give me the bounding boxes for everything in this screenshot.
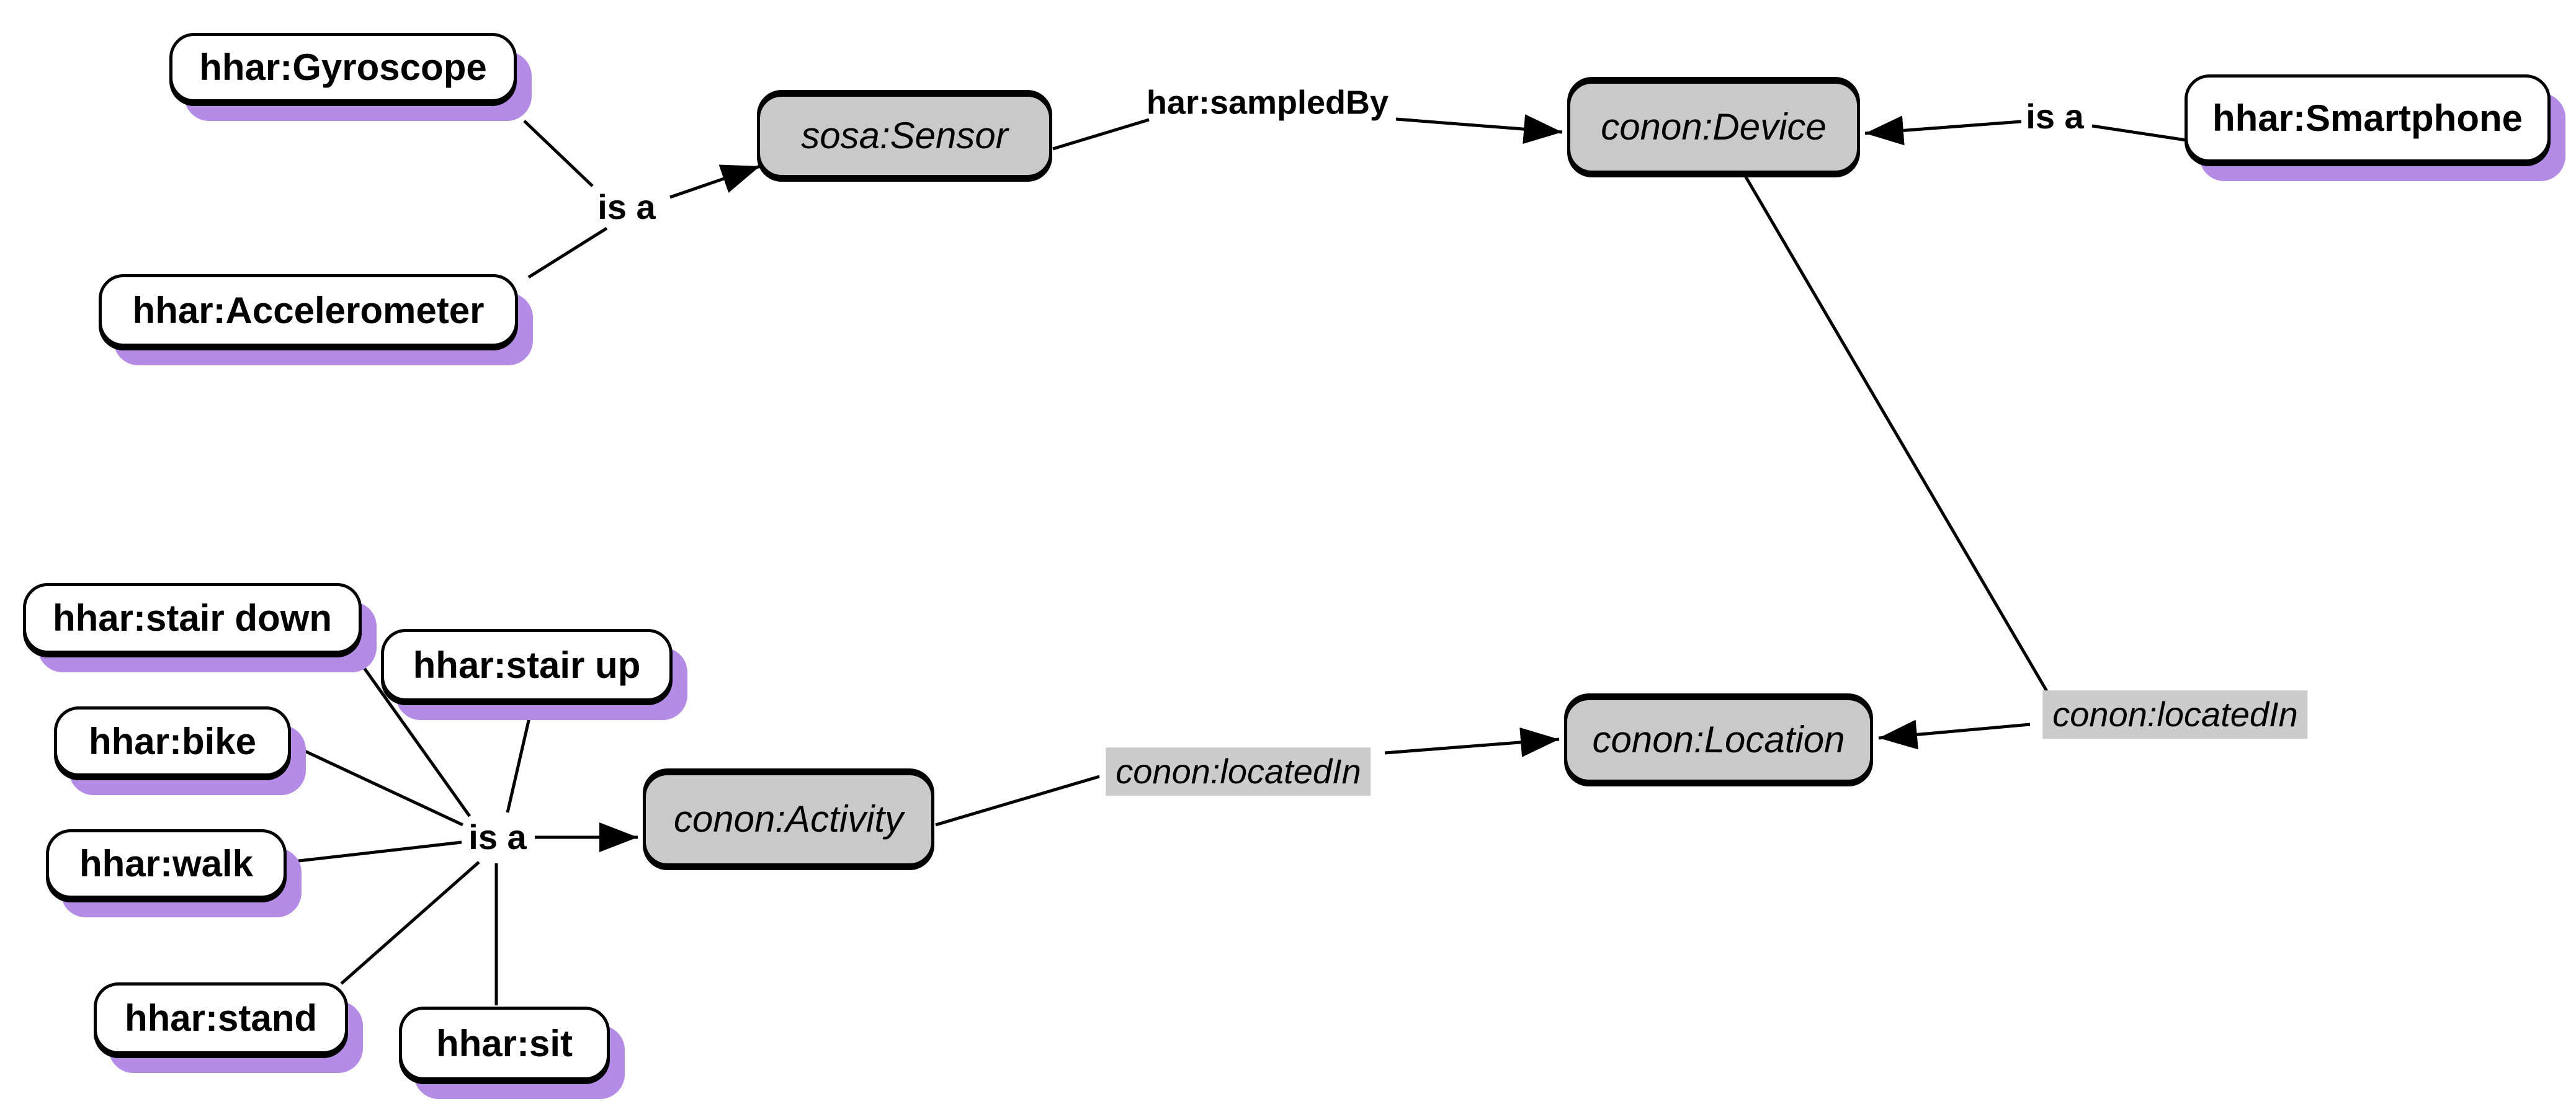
node-hhar-accelerometer: hhar:Accelerometer xyxy=(99,274,518,347)
node-hhar-stand: hhar:stand xyxy=(94,982,348,1054)
edge-sampledby-device-arrow xyxy=(1395,114,1563,145)
node-label: hhar:Gyroscope xyxy=(199,47,487,88)
node-hhar-walk: hhar:walk xyxy=(46,829,287,899)
node-hhar-stair-down: hhar:stair down xyxy=(23,583,362,654)
edge-stand-isa xyxy=(340,861,480,985)
node-hhar-stair-up: hhar:stair up xyxy=(381,629,673,701)
node-label: hhar:Accelerometer xyxy=(132,289,485,331)
node-label: hhar:walk xyxy=(79,843,254,884)
edge-label-is-a-device: is a xyxy=(2026,97,2084,136)
node-label: hhar:Smartphone xyxy=(2212,97,2523,139)
edge-activity-locatedin xyxy=(935,775,1100,827)
edge-sensor-sampledby xyxy=(1052,118,1150,151)
node-label: sosa:Sensor xyxy=(801,115,1008,156)
node-label: conon:Device xyxy=(1601,106,1827,148)
node-label: hhar:sit xyxy=(436,1022,573,1064)
node-label: hhar:stand xyxy=(124,997,318,1039)
edge-locatedin-location-arrow-right xyxy=(1878,719,2031,750)
edge-label-is-a-activity: is a xyxy=(468,817,527,857)
edge-locatedin-location-arrow-left xyxy=(1384,727,1560,757)
edge-label-is-a-sensor: is a xyxy=(597,187,656,227)
edge-bike-isa xyxy=(292,744,464,827)
node-hhar-sit: hhar:sit xyxy=(399,1007,610,1080)
edge-label-locatedin-activity: conon:locatedIn xyxy=(1106,747,1371,796)
edge-accelerometer-isa xyxy=(527,226,608,279)
edge-stairup-isa xyxy=(506,704,534,813)
node-conon-activity: conon:Activity xyxy=(643,772,934,866)
edge-smartphone-isa xyxy=(2091,124,2187,142)
edge-label-sampledby: har:sampledBy xyxy=(1146,84,1389,122)
node-sosa-sensor: sosa:Sensor xyxy=(757,94,1052,178)
node-hhar-bike: hhar:bike xyxy=(54,706,291,777)
edge-label-locatedin-device: conon:locatedIn xyxy=(2042,690,2308,739)
node-hhar-gyroscope: hhar:Gyroscope xyxy=(169,33,517,102)
edge-isa-device-arrow xyxy=(1864,115,2022,146)
node-conon-location: conon:Location xyxy=(1564,697,1873,783)
node-hhar-smartphone: hhar:Smartphone xyxy=(2185,74,2551,162)
node-label: hhar:stair down xyxy=(52,597,333,639)
node-label: hhar:bike xyxy=(88,720,257,762)
edge-isa-sensor-arrow xyxy=(669,164,761,199)
node-conon-device: conon:Device xyxy=(1567,81,1860,174)
node-label: conon:Activity xyxy=(673,798,904,840)
node-label: hhar:stair up xyxy=(413,644,641,686)
edge-walk-isa xyxy=(287,840,462,864)
edge-stairdown-isa xyxy=(353,654,472,817)
edge-device-locatedin xyxy=(1743,174,2049,693)
node-label: conon:Location xyxy=(1592,719,1845,760)
edge-gyroscope-isa xyxy=(523,120,594,187)
